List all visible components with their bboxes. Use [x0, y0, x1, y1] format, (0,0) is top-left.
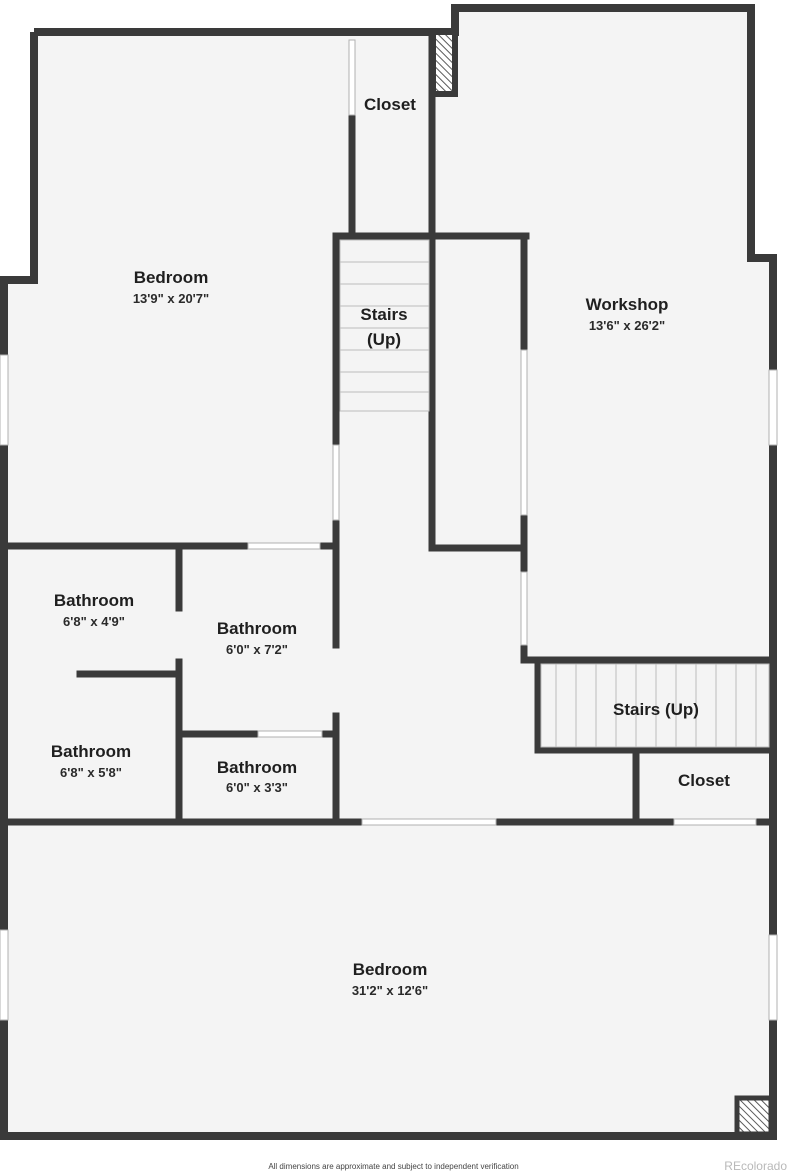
door-closet-lower [673, 818, 757, 826]
openings [0, 39, 778, 1021]
room-name-stairs-upper-line2: (Up) [367, 330, 401, 349]
window-workshop [768, 369, 778, 446]
room-dims-bathroom-left-bottom: 6'8" x 5'8" [60, 765, 122, 780]
stairs-upper-treads [339, 239, 430, 412]
door-bedroom-lower [361, 818, 497, 826]
room-name-workshop: Workshop [586, 295, 669, 314]
watermark: REcolorado [724, 1159, 787, 1173]
room-name-bathroom-middle: Bathroom [217, 619, 297, 638]
window-bedroom-lower-left [0, 929, 9, 1021]
room-dims-bedroom-upper: 13'9" x 20'7" [133, 291, 209, 306]
exterior-wall [0, 4, 777, 1140]
room-dims-bathroom-middle: 6'0" x 7'2" [226, 642, 288, 657]
room-dims-bathroom-small: 6'0" x 3'3" [226, 780, 288, 795]
room-name-stairs-upper-line1: Stairs [360, 305, 407, 324]
chimney-upper [430, 29, 458, 97]
door-workshop-b [520, 571, 528, 646]
room-name-closet-lower: Closet [678, 771, 730, 790]
window-bedroom-lower-right [768, 934, 778, 1021]
room-name-bedroom-upper: Bedroom [134, 268, 209, 287]
room-dims-bedroom-lower: 31'2" x 12'6" [352, 983, 428, 998]
room-dims-workshop: 13'6" x 26'2" [589, 318, 665, 333]
door-workshop-a [520, 349, 528, 516]
interior-walls [0, 28, 777, 826]
door-bath-small [257, 730, 323, 738]
floor-area [4, 8, 773, 1136]
stairs-lower-treads [540, 663, 770, 748]
room-dims-bathroom-left-top: 6'8" x 4'9" [63, 614, 125, 629]
room-name-bedroom-lower: Bedroom [353, 960, 428, 979]
room-name-stairs-lower: Stairs (Up) [613, 700, 699, 719]
door-closet-upper [348, 39, 356, 116]
room-name-closet-upper: Closet [364, 95, 416, 114]
room-name-bathroom-left-bottom: Bathroom [51, 742, 131, 761]
door-hall-bedroom [332, 444, 340, 521]
chimney-lower [734, 1095, 774, 1137]
window-bedroom-upper [0, 354, 9, 446]
room-name-bathroom-small: Bathroom [217, 758, 297, 777]
room-name-bathroom-left-top: Bathroom [54, 591, 134, 610]
disclaimer-text: All dimensions are approximate and subje… [268, 1162, 519, 1171]
door-bath-top [247, 542, 321, 550]
